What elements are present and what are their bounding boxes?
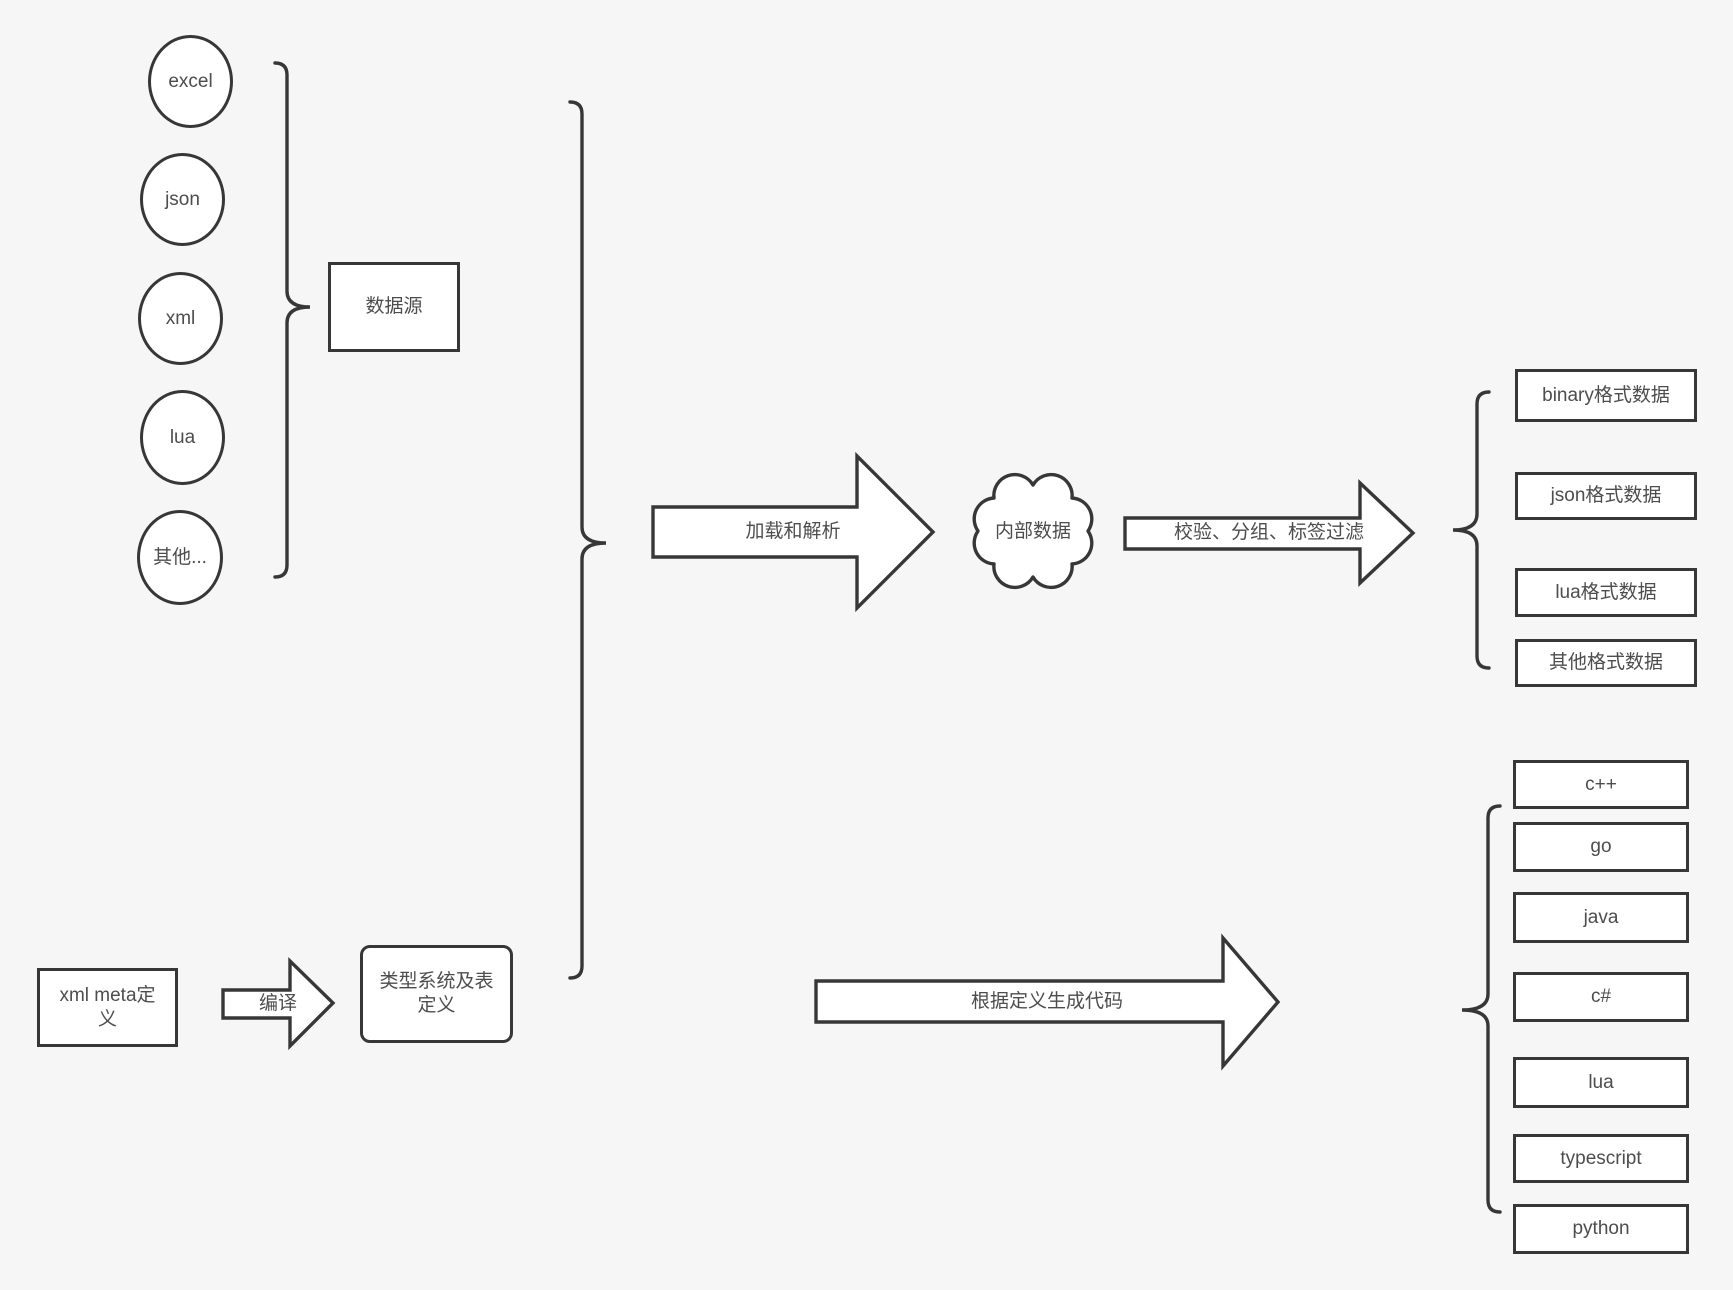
- format-box-other: 其他格式数据: [1515, 639, 1697, 687]
- source-circle-lua-label: lua: [169, 426, 196, 448]
- format-box-lua-label: lua格式数据: [1555, 581, 1657, 603]
- language-box-csharp: c#: [1513, 972, 1689, 1022]
- language-box-go: go: [1513, 822, 1689, 872]
- language-box-typescript-label: typescript: [1560, 1147, 1642, 1169]
- language-box-python: python: [1513, 1204, 1689, 1254]
- format-box-json: json格式数据: [1515, 472, 1697, 520]
- data-source-box: 数据源: [328, 262, 460, 352]
- language-box-java-label: java: [1583, 906, 1619, 928]
- source-circle-xml-label: xml: [165, 307, 196, 329]
- source-circle-json: json: [140, 153, 225, 246]
- sources-brace: [273, 61, 311, 579]
- inputs-big-brace: [568, 100, 607, 980]
- source-circle-lua: lua: [140, 390, 225, 485]
- format-box-other-label: 其他格式数据: [1548, 652, 1663, 674]
- compile-arrow: [221, 956, 336, 1051]
- xml-meta-box-label: xml meta定义: [59, 984, 156, 1030]
- language-box-cpp-label: c++: [1585, 773, 1617, 795]
- format-box-binary-label: binary格式数据: [1542, 384, 1670, 406]
- generate-code-arrow: [814, 933, 1281, 1071]
- language-box-cpp: c++: [1513, 760, 1689, 809]
- data-source-box-label: 数据源: [365, 296, 423, 318]
- language-box-go-label: go: [1590, 836, 1612, 858]
- type-system-box: 类型系统及表定义: [360, 945, 513, 1043]
- type-system-box-label: 类型系统及表定义: [379, 971, 494, 1016]
- languages-brace: [1461, 804, 1502, 1214]
- source-circle-json-label: json: [165, 188, 200, 210]
- format-box-binary: binary格式数据: [1515, 369, 1697, 422]
- language-box-java: java: [1513, 892, 1689, 943]
- source-circle-other: 其他...: [137, 510, 223, 605]
- xml-meta-box: xml meta定义: [37, 968, 178, 1047]
- format-box-json-label: json格式数据: [1550, 485, 1662, 507]
- source-circle-other-label: 其他...: [153, 546, 207, 568]
- format-box-lua: lua格式数据: [1515, 568, 1697, 617]
- data-formats-brace: [1452, 390, 1491, 670]
- language-box-lua: lua: [1513, 1057, 1689, 1108]
- source-circle-xml: xml: [138, 272, 223, 365]
- source-circle-excel-label: excel: [168, 70, 213, 92]
- language-box-typescript: typescript: [1513, 1134, 1689, 1183]
- source-circle-excel: excel: [148, 35, 233, 128]
- language-box-csharp-label: c#: [1590, 986, 1612, 1008]
- language-box-python-label: python: [1572, 1218, 1630, 1240]
- filter-arrow: [1123, 479, 1416, 587]
- language-box-lua-label: lua: [1588, 1071, 1614, 1093]
- load-parse-arrow: [651, 451, 936, 613]
- internal-data-cloud: [972, 472, 1094, 590]
